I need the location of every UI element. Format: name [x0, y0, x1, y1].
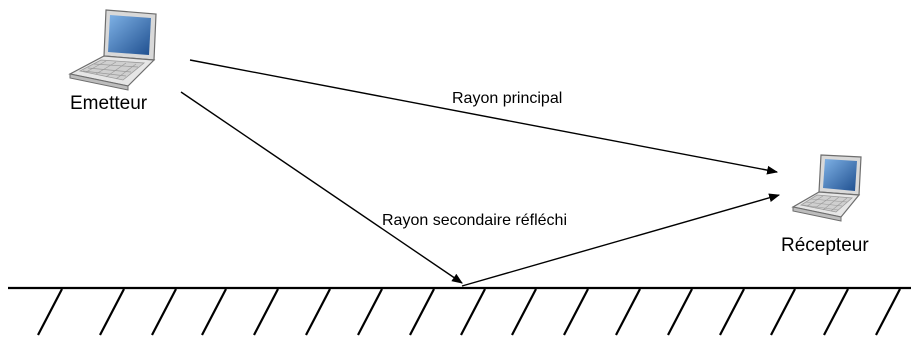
receiver-label: Récepteur — [781, 235, 869, 256]
ground-hatch-mark — [875, 288, 901, 336]
ground-hatch-mark — [253, 288, 279, 336]
direct-ray-label: Rayon principal — [452, 90, 562, 107]
emitter-laptop-icon — [68, 9, 157, 91]
ground-hatch-mark — [667, 288, 693, 336]
ground-hatch-mark — [823, 288, 849, 336]
ground-hatch-mark — [719, 288, 745, 336]
emitter-label: Emetteur — [70, 93, 148, 114]
ground-hatch-mark — [151, 288, 177, 336]
ground-hatch-mark — [460, 288, 486, 336]
ground-hatch-mark — [409, 288, 435, 336]
ground-hatch-mark — [357, 288, 383, 336]
reflected-ray-bounce-arrow — [461, 193, 781, 287]
ground-hatched-surface — [8, 286, 911, 336]
ground-hatch-mark — [99, 288, 125, 336]
ground-hatch-mark — [37, 288, 63, 336]
reflected-ray-label: Rayon secondaire réfléchi — [382, 212, 567, 229]
ground-hatch-mark — [305, 288, 331, 336]
ground-hatch-mark — [563, 288, 589, 336]
ground-hatch-mark — [770, 288, 796, 336]
receiver-laptop-icon — [791, 154, 862, 222]
ground-hatch-mark — [511, 288, 537, 336]
ground-hatch-mark — [615, 288, 641, 336]
ground-hatch-mark — [201, 288, 227, 336]
direct-ray-arrow — [189, 59, 779, 175]
reflected-ray-incident-arrow — [180, 91, 463, 284]
